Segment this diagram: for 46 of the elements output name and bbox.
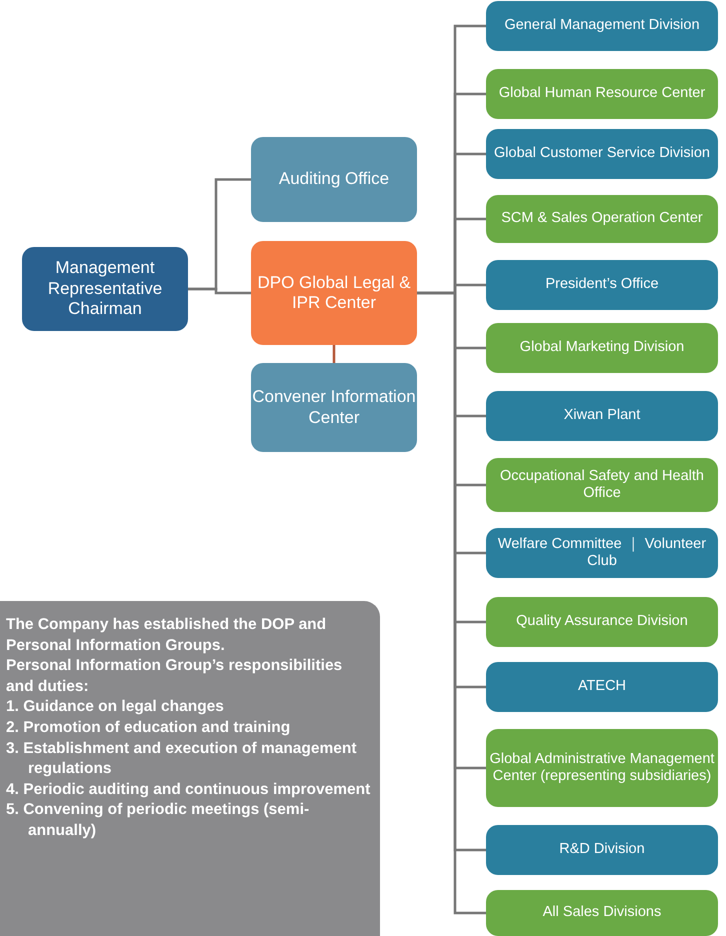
unit-name: Xiwan Plant bbox=[564, 407, 640, 425]
org-unit-box bbox=[486, 662, 718, 712]
org-unit-box bbox=[486, 129, 718, 179]
unit-name: Global Administrative Management Center (representing subsidiaries) bbox=[488, 750, 716, 786]
org-unit-box bbox=[486, 825, 718, 875]
unit-name: Welfare Committee ｜ Volunteer Club bbox=[496, 536, 708, 570]
org-unit-box bbox=[486, 260, 718, 310]
org-unit-box bbox=[486, 458, 718, 512]
list-item: 4. Periodic auditing and continuous improvement bbox=[6, 780, 372, 800]
org-unit-box bbox=[22, 247, 188, 331]
org-unit-box bbox=[486, 195, 718, 243]
note-text: Personal Information Group’s responsibilities and duties: bbox=[6, 656, 344, 697]
unit-name: DPO Global Legal & IPR Center bbox=[256, 272, 412, 314]
org-unit-box bbox=[251, 137, 417, 222]
unit-name: Occupational Safety and Health Office bbox=[499, 468, 705, 502]
list-item: 5. Convening of periodic meetings (semi-annually) bbox=[6, 800, 310, 842]
org-unit-box bbox=[486, 597, 718, 647]
unit-name: SCM & Sales Operation Center bbox=[501, 210, 703, 228]
org-unit-box bbox=[486, 323, 718, 373]
note-panel bbox=[0, 601, 380, 936]
list-item: 2. Promotion of education and training bbox=[6, 718, 292, 738]
unit-name: Auditing Office bbox=[278, 169, 390, 190]
unit-name: Global Customer Service Division bbox=[494, 145, 710, 163]
unit-name: General Management Division bbox=[504, 17, 700, 35]
unit-name: All Sales Divisions bbox=[542, 904, 662, 922]
org-unit-box bbox=[251, 241, 417, 345]
unit-name: Convener Information Center bbox=[251, 387, 417, 428]
org-unit-box bbox=[251, 363, 417, 452]
list-item: 1. Guidance on legal changes bbox=[6, 697, 225, 718]
org-unit-box bbox=[486, 890, 718, 936]
list-item: 3. Establishment and execution of management regulations bbox=[6, 738, 358, 780]
unit-name: ATECH bbox=[578, 678, 626, 696]
org-unit-box bbox=[486, 729, 718, 807]
unit-name: Global Marketing Division bbox=[520, 339, 684, 357]
connector-line bbox=[332, 345, 336, 363]
unit-name: Global Human Resource Center bbox=[498, 85, 706, 103]
unit-name: President’s Office bbox=[545, 276, 659, 294]
connector-line bbox=[188, 178, 251, 290]
unit-name: Quality Assurance Division bbox=[516, 613, 688, 631]
unit-name: Management Representative Chairman bbox=[46, 258, 164, 320]
org-unit-box bbox=[486, 1, 718, 51]
org-unit-box bbox=[486, 69, 718, 119]
org-unit-box bbox=[486, 391, 718, 441]
unit-name: R&D Division bbox=[559, 841, 645, 859]
org-unit-box bbox=[486, 528, 718, 578]
note-text: The Company has established the DOP and Personal Information Groups. bbox=[6, 615, 328, 656]
